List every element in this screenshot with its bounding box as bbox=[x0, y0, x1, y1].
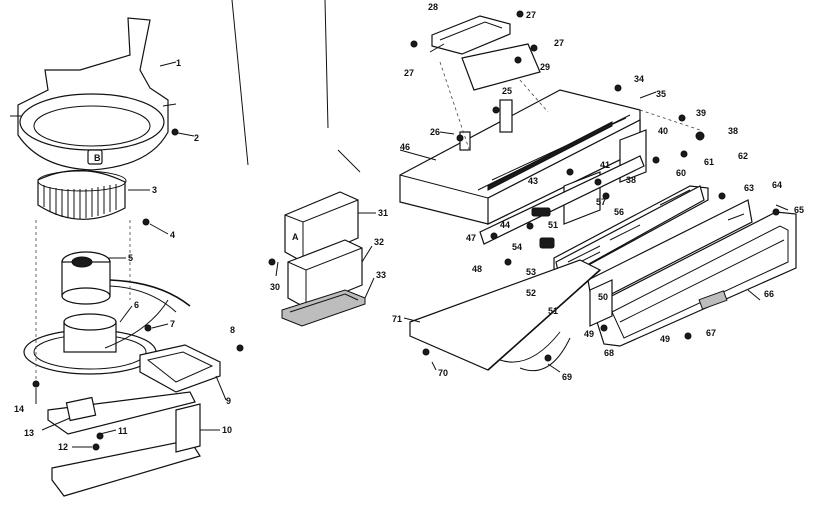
callout-57: 57 bbox=[596, 197, 606, 207]
callout-27-c: 27 bbox=[404, 68, 414, 78]
callout-13: 13 bbox=[24, 428, 34, 438]
callout-1: 1 bbox=[176, 58, 181, 68]
callout-30: 30 bbox=[270, 282, 280, 292]
left-dashed-guides bbox=[35, 220, 131, 390]
callout-69: 69 bbox=[562, 372, 572, 382]
callout-40: 40 bbox=[658, 126, 668, 136]
callout-52: 52 bbox=[526, 288, 536, 298]
callout-10: 10 bbox=[222, 425, 232, 435]
callout-29: 29 bbox=[540, 62, 550, 72]
blower-motor bbox=[61, 251, 191, 313]
callout-12: 12 bbox=[58, 442, 68, 452]
callout-32: 32 bbox=[374, 237, 384, 247]
callout-41: 41 bbox=[600, 160, 610, 170]
callout-26: 26 bbox=[430, 127, 440, 137]
callout-33: 33 bbox=[376, 270, 386, 280]
control-switch-components bbox=[410, 10, 780, 362]
callout-43: 43 bbox=[528, 176, 538, 186]
callout-48: 48 bbox=[472, 264, 482, 274]
callout-5: 5 bbox=[128, 253, 133, 263]
callout-71: 71 bbox=[392, 314, 402, 324]
bottom-tray bbox=[409, 259, 602, 372]
callout-31: 31 bbox=[378, 208, 388, 218]
callout-9: 9 bbox=[226, 396, 231, 406]
callout-4: 4 bbox=[170, 230, 175, 240]
background-lines bbox=[231, 0, 361, 173]
callout-60: 60 bbox=[676, 168, 686, 178]
callout-39: 39 bbox=[696, 108, 706, 118]
callout-63: 63 bbox=[744, 183, 754, 193]
callout-54: 54 bbox=[512, 242, 522, 252]
callout-6: 6 bbox=[134, 300, 139, 310]
callout-25: 25 bbox=[502, 86, 512, 96]
housing-badge-mark: B bbox=[94, 153, 101, 163]
blower-wheel bbox=[37, 169, 127, 220]
callout-49-a: 49 bbox=[584, 329, 594, 339]
callout-7: 7 bbox=[170, 319, 175, 329]
callout-62: 62 bbox=[738, 151, 748, 161]
filter-bracket bbox=[139, 344, 221, 393]
hood-front-panel bbox=[479, 155, 797, 347]
callout-70: 70 bbox=[438, 368, 448, 378]
callout-11: 11 bbox=[118, 426, 128, 436]
callout-3: 3 bbox=[152, 185, 157, 195]
callout-35: 35 bbox=[656, 89, 666, 99]
callout-44: 44 bbox=[500, 220, 510, 230]
callout-27-b: 27 bbox=[554, 38, 564, 48]
callout-38-a: 38 bbox=[728, 126, 738, 136]
leader-lines bbox=[35, 43, 789, 448]
blower-housing bbox=[10, 17, 177, 171]
motor-mount-plate bbox=[23, 299, 169, 375]
callout-8: 8 bbox=[230, 325, 235, 335]
callout-27-a: 27 bbox=[526, 10, 536, 20]
callout-61: 61 bbox=[704, 157, 714, 167]
callout-51-b: 51 bbox=[548, 306, 558, 316]
filter-cartridge-32 bbox=[281, 239, 366, 327]
callout-49-b: 49 bbox=[660, 334, 670, 344]
callout-67: 67 bbox=[706, 328, 716, 338]
callout-65: 65 bbox=[794, 205, 804, 215]
callout-53: 53 bbox=[526, 267, 536, 277]
filter-mark: A bbox=[292, 232, 299, 242]
hood-housing bbox=[399, 89, 647, 225]
callout-68: 68 bbox=[604, 348, 614, 358]
callout-50: 50 bbox=[598, 292, 608, 302]
callout-46: 46 bbox=[400, 142, 410, 152]
mounting-bracket-top bbox=[431, 15, 541, 91]
callout-28: 28 bbox=[428, 2, 438, 12]
screw-30 bbox=[268, 258, 276, 266]
left-fasteners bbox=[32, 128, 244, 451]
callout-labels: 1 2 3 4 5 6 7 8 9 10 11 12 13 14 28 27 2… bbox=[14, 2, 804, 452]
callout-66: 66 bbox=[764, 289, 774, 299]
callout-47: 47 bbox=[466, 233, 476, 243]
callout-34: 34 bbox=[634, 74, 644, 84]
right-dashed-guides bbox=[439, 61, 701, 153]
callout-56: 56 bbox=[614, 207, 624, 217]
callout-51-a: 51 bbox=[548, 220, 558, 230]
base-plate bbox=[47, 391, 201, 497]
callout-64: 64 bbox=[772, 180, 782, 190]
callout-14: 14 bbox=[14, 404, 24, 414]
callout-38-b: 38 bbox=[626, 175, 636, 185]
callout-2: 2 bbox=[194, 133, 199, 143]
